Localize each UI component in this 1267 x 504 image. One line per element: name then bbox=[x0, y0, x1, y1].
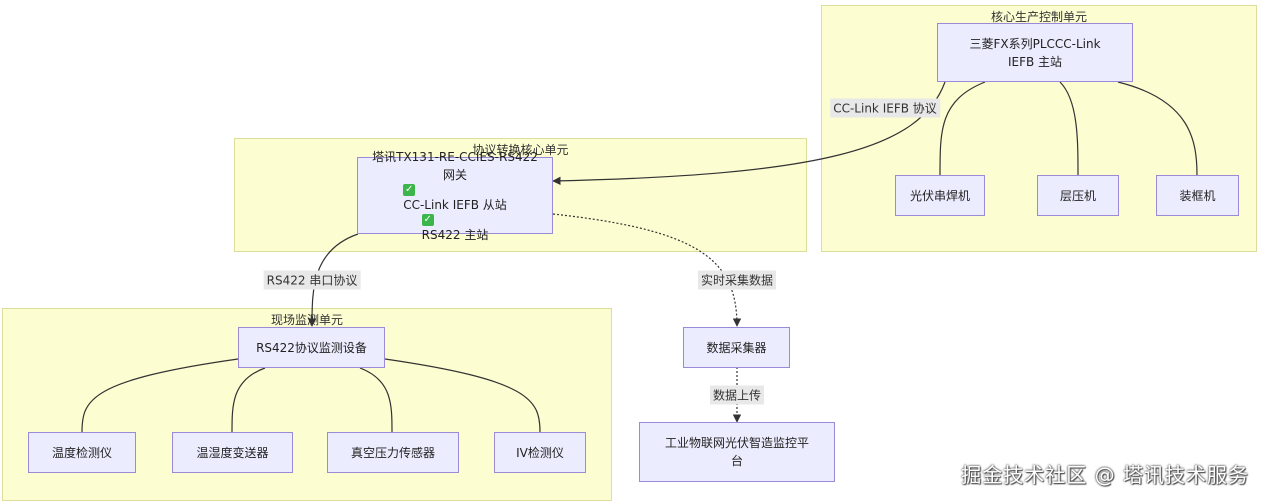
node-laminator: 层压机 bbox=[1037, 175, 1119, 216]
node-vacuum-label: 真空压力传感器 bbox=[350, 445, 435, 460]
edge-plc-gateway bbox=[552, 81, 946, 186]
node-framer: 装框机 bbox=[1156, 175, 1239, 216]
node-welder-label: 光伏串焊机 bbox=[909, 188, 970, 203]
node-gateway-master: RS422 主站 bbox=[421, 227, 489, 242]
edge-label-upload: 数据上传 bbox=[709, 385, 765, 405]
node-humidity-label: 温湿度变送器 bbox=[196, 445, 269, 460]
edge-rs422-iv bbox=[384, 358, 541, 433]
node-gateway-line2: 网关 ✓CC-Link IEFB 从站 bbox=[403, 166, 507, 214]
node-platform-line2: 台 bbox=[730, 454, 743, 468]
node-welder: 光伏串焊机 bbox=[895, 175, 985, 216]
node-humidity: 温湿度变送器 bbox=[172, 432, 293, 473]
check-icon: ✓ bbox=[403, 183, 416, 196]
edge-gateway-collector bbox=[552, 213, 742, 327]
group-title-field-monitoring: 现场监测单元 bbox=[270, 313, 343, 327]
node-vacuum: 真空压力传感器 bbox=[327, 432, 459, 473]
group-title-protocol-conversion: 协议转换核心单元 bbox=[472, 143, 569, 157]
node-iv-label: IV检测仪 bbox=[516, 445, 564, 460]
node-rs422-device: RS422协议监测设备 bbox=[238, 327, 385, 368]
edge-rs422-thermo bbox=[81, 358, 239, 433]
node-plc-line2: IEFB 主站 bbox=[1007, 54, 1063, 69]
node-plc: 三菱FX系列PLCCC-Link IEFB 主站 bbox=[937, 23, 1133, 82]
node-rs422-device-label: RS422协议监测设备 bbox=[256, 340, 367, 355]
node-gateway-slave: CC-Link IEFB 从站 bbox=[403, 197, 507, 212]
node-thermometer-label: 温度检测仪 bbox=[51, 445, 112, 460]
node-collector-label: 数据采集器 bbox=[706, 340, 767, 355]
node-thermometer: 温度检测仪 bbox=[28, 432, 136, 473]
node-collector: 数据采集器 bbox=[683, 327, 790, 368]
check-icon: ✓ bbox=[421, 213, 434, 226]
edge-label-realtime: 实时采集数据 bbox=[697, 270, 777, 290]
node-plc-line1: 三菱FX系列PLCCC-Link bbox=[969, 36, 1101, 51]
node-framer-label: 装框机 bbox=[1179, 188, 1216, 203]
node-platform-line1: 工业物联网光伏智造监控平 bbox=[664, 436, 809, 450]
node-platform: 工业物联网光伏智造监控平 台 bbox=[639, 422, 835, 482]
node-gateway-line3: ✓RS422 主站 bbox=[421, 213, 489, 244]
edge-plc-welder bbox=[939, 81, 986, 176]
node-gateway-line1: 塔讯TX131-RE-CCIES-RS422 bbox=[372, 149, 538, 164]
node-laminator-label: 层压机 bbox=[1059, 188, 1096, 203]
edge-label-rs422: RS422 串口协议 bbox=[263, 270, 361, 290]
group-title-core-production: 核心生产控制单元 bbox=[990, 10, 1087, 24]
edge-plc-laminator bbox=[1059, 81, 1079, 176]
node-gateway: 塔讯TX131-RE-CCIES-RS422 网关 ✓CC-Link IEFB … bbox=[357, 150, 553, 242]
edge-rs422-vacuum bbox=[359, 367, 393, 433]
watermark: 掘金技术社区 @ 塔讯技术服务 bbox=[961, 463, 1249, 487]
edge-rs422-humidity bbox=[231, 367, 266, 433]
node-iv: IV检测仪 bbox=[494, 432, 586, 473]
node-gateway-prefix: 网关 bbox=[442, 167, 467, 182]
edge-label-cclink: CC-Link IEFB 协议 bbox=[830, 98, 940, 118]
edge-plc-framer bbox=[1117, 81, 1198, 176]
